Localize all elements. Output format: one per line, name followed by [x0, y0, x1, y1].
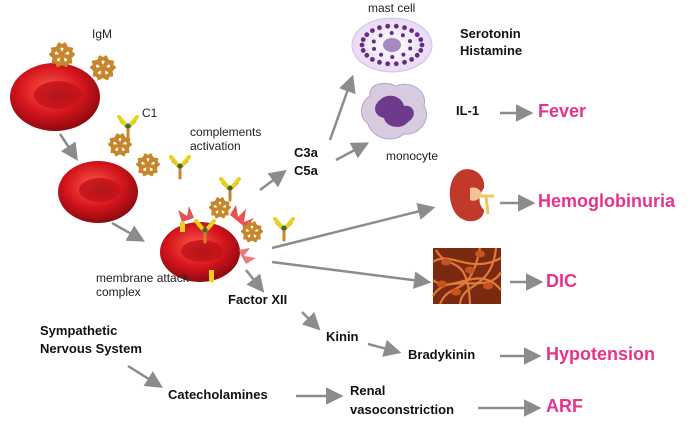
igm-label: IgM [92, 27, 113, 41]
c3a-label: C3a [294, 145, 318, 160]
arrow-c5a-monocyte [335, 142, 370, 162]
rbc-3-lysed [160, 205, 256, 282]
monocyte-cell [361, 82, 427, 140]
arrow-rbc1-rbc2 [58, 133, 78, 161]
arrow-c3a-mast [328, 74, 356, 141]
arrow-kinin-brady [367, 339, 402, 357]
arrow-rbc2-rbc3 [111, 221, 146, 242]
monocyte-label: monocyte [386, 149, 439, 163]
outcome-hypotension: Hypotension [546, 344, 656, 364]
il1-label: IL-1 [456, 103, 480, 118]
arrow-sns-cat [127, 364, 163, 388]
arrow-factor12-kinin [301, 311, 321, 331]
arrow-to-dic [271, 260, 432, 289]
sympathetic-label: Sympathetic [40, 323, 118, 338]
arrow-to-c3a [259, 169, 287, 191]
c1-label: C1 [142, 106, 158, 120]
mast-cell [351, 17, 433, 73]
mast-cell-label: mast cell [368, 1, 416, 15]
nervous-system-label: Nervous System [40, 341, 142, 356]
rbc-2 [58, 161, 138, 223]
outcome-dic: DIC [546, 271, 577, 291]
catecholamines-label: Catecholamines [168, 387, 268, 402]
fibrin-clot-image [432, 247, 502, 305]
rbc-1 [10, 63, 100, 131]
vasoconstriction-label: vasoconstriction [350, 402, 455, 417]
complements-activation-label: complements activation [190, 125, 262, 153]
membrane-attack-complex-label: membrane attack complex [96, 271, 189, 299]
renal-label: Renal [350, 383, 386, 398]
c5a-label: C5a [294, 163, 318, 178]
bradykinin-label: Bradykinin [408, 347, 476, 362]
outcome-hemoglobinuria: Hemoglobinuria [538, 191, 676, 211]
histamine-label: Histamine [460, 43, 523, 58]
kidney-icon [449, 169, 494, 222]
arrow-to-factor12 [245, 269, 265, 293]
outcome-fever: Fever [538, 101, 587, 121]
arrows [58, 74, 544, 417]
kinin-label: Kinin [326, 329, 359, 344]
factor-xii-label: Factor XII [228, 292, 288, 307]
outcome-arf: ARF [546, 396, 583, 416]
arrow-to-kidney [271, 202, 436, 250]
serotonin-label: Serotonin [460, 26, 521, 41]
